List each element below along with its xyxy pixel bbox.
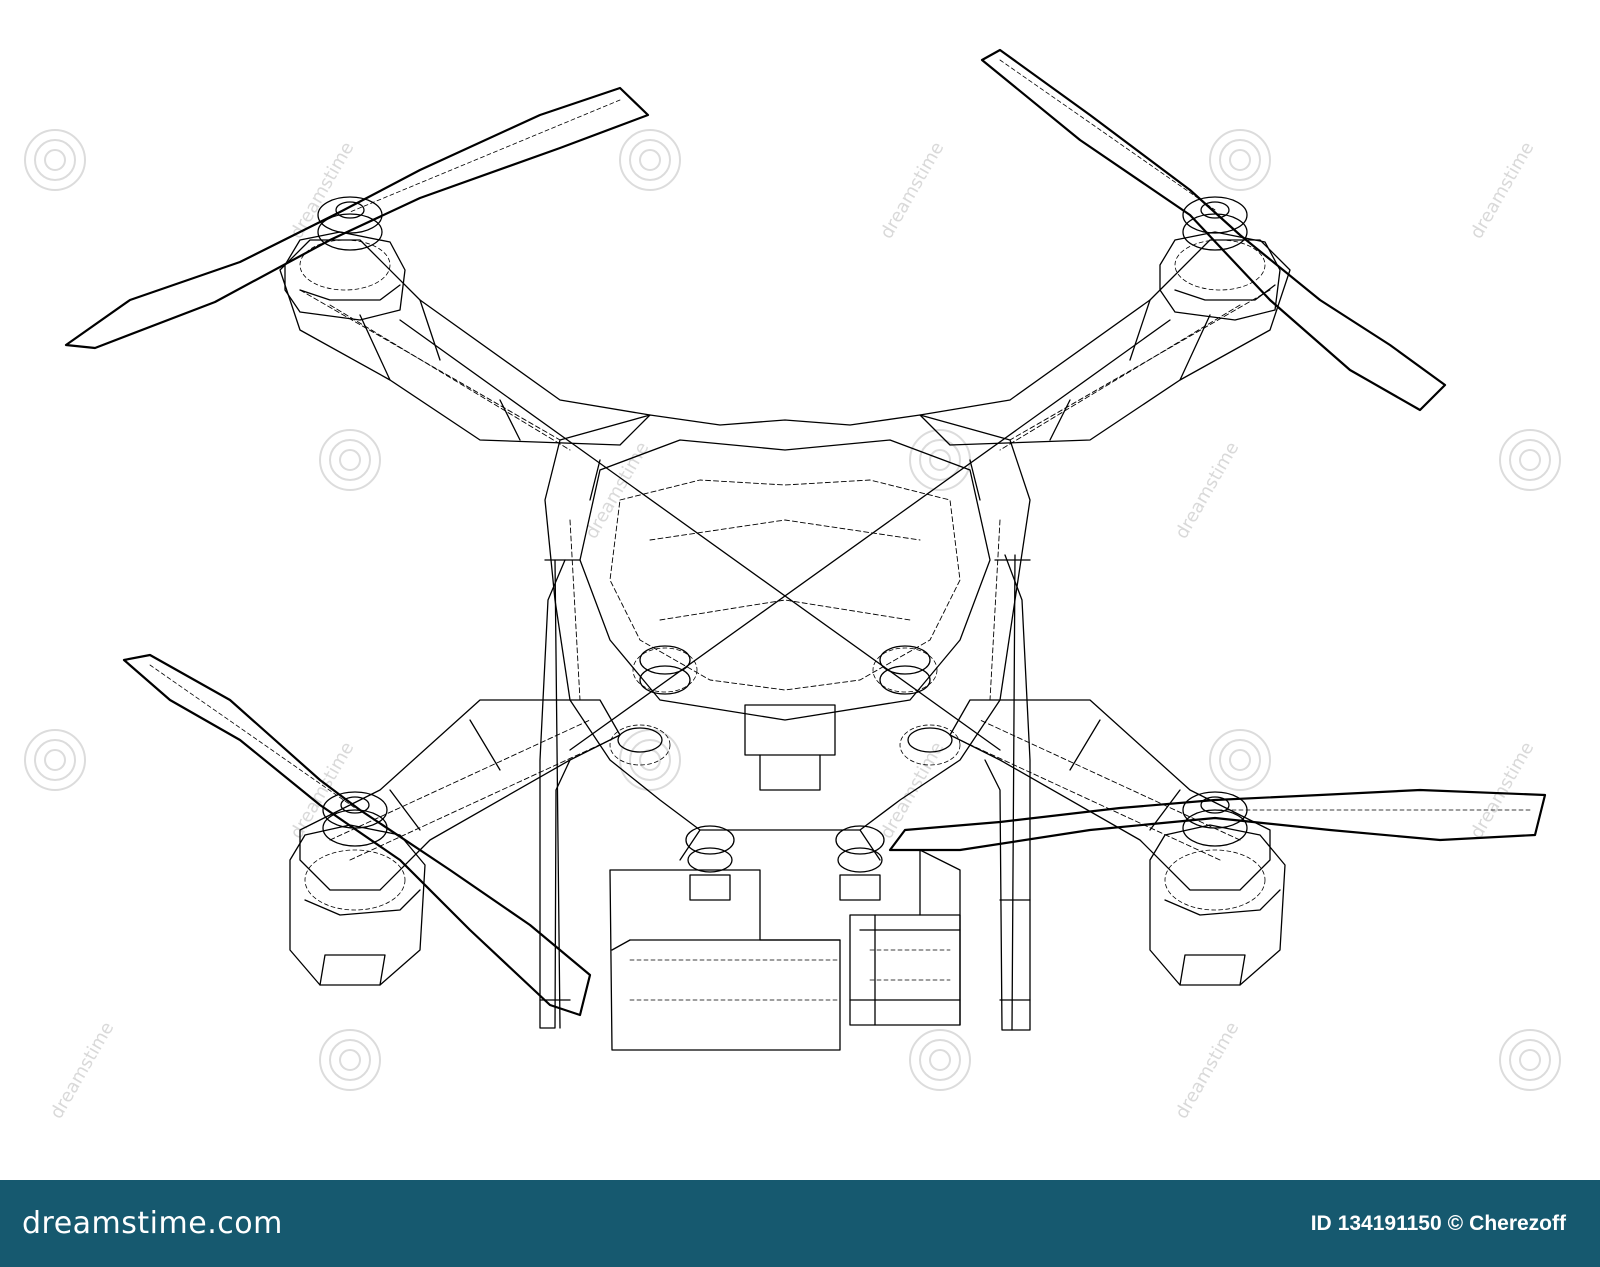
motor-housings bbox=[284, 231, 1286, 986]
illustration-area: dreamstime dreamstime dreamstime dreamst… bbox=[24, 48, 1561, 1123]
landing-gear bbox=[539, 554, 1031, 1031]
stock-footer-bar: dreamstime.com ID 134191150 © Cherezoff bbox=[0, 1180, 1600, 1267]
copyright-icon: © bbox=[1447, 1211, 1464, 1235]
id-prefix: ID bbox=[1310, 1211, 1332, 1235]
author-name[interactable]: Cherezoff bbox=[1469, 1211, 1566, 1235]
brand-logo-text[interactable]: dreamstime.com bbox=[22, 1206, 283, 1241]
image-credit: ID 134191150 © Cherezoff bbox=[1311, 1212, 1566, 1236]
drone-wireframe bbox=[64, 48, 1547, 1051]
drone-body bbox=[399, 319, 1171, 861]
gimbal-camera bbox=[609, 849, 961, 1051]
image-id: 134191150 bbox=[1337, 1211, 1442, 1235]
drone-arms bbox=[279, 239, 1291, 891]
underside-details bbox=[609, 645, 961, 901]
propeller-hubs bbox=[317, 196, 1248, 847]
propeller-blades bbox=[64, 48, 1547, 1017]
